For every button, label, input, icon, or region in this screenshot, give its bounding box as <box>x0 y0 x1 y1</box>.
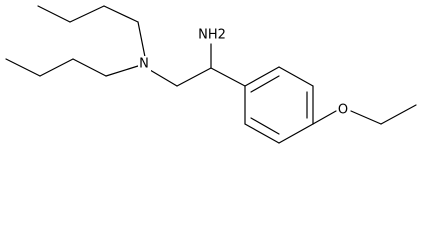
bond-lower-c4-c3 <box>5 58 41 77</box>
ring-bond-5 <box>244 123 280 144</box>
ring-double-bond-3 <box>250 117 280 135</box>
bond-o-ch2 <box>350 110 382 125</box>
ethoxy-group <box>312 104 417 125</box>
n-label: N <box>139 57 149 72</box>
nh2-label: NH2 <box>198 28 226 43</box>
benzene-ring <box>244 66 314 144</box>
bond-upper-c2-c1 <box>103 5 139 23</box>
ring-bond-2 <box>278 66 314 87</box>
ring-bond-4 <box>278 123 314 144</box>
lower-butyl-chain <box>5 58 139 77</box>
bond-upper-c4-c3 <box>37 5 71 23</box>
molecule-diagram: NH2 N O <box>5 5 417 144</box>
bond-ch2-ch3 <box>380 104 417 125</box>
bond-ring-o <box>312 110 337 125</box>
bond-upper-c3-c2 <box>69 5 105 23</box>
bond-ch-ring <box>210 67 246 87</box>
ethylamine-linker <box>149 43 246 87</box>
upper-butyl-chain <box>37 5 146 58</box>
ring-bond-1 <box>244 66 280 87</box>
bond-lower-c1-n <box>105 65 139 77</box>
bond-lower-c3-c2 <box>39 58 74 77</box>
bond-lower-c2-c1 <box>72 58 107 77</box>
atom-label-n: N <box>138 56 151 72</box>
atom-label-nh2: NH2 <box>198 28 226 43</box>
bond-ch2-ch <box>176 67 212 87</box>
bond-upper-c1-n <box>137 21 146 58</box>
ring-double-bond-1 <box>250 75 280 93</box>
bond-n-ch2 <box>149 69 178 87</box>
atom-label-o: O <box>337 102 350 118</box>
o-label: O <box>338 103 348 118</box>
